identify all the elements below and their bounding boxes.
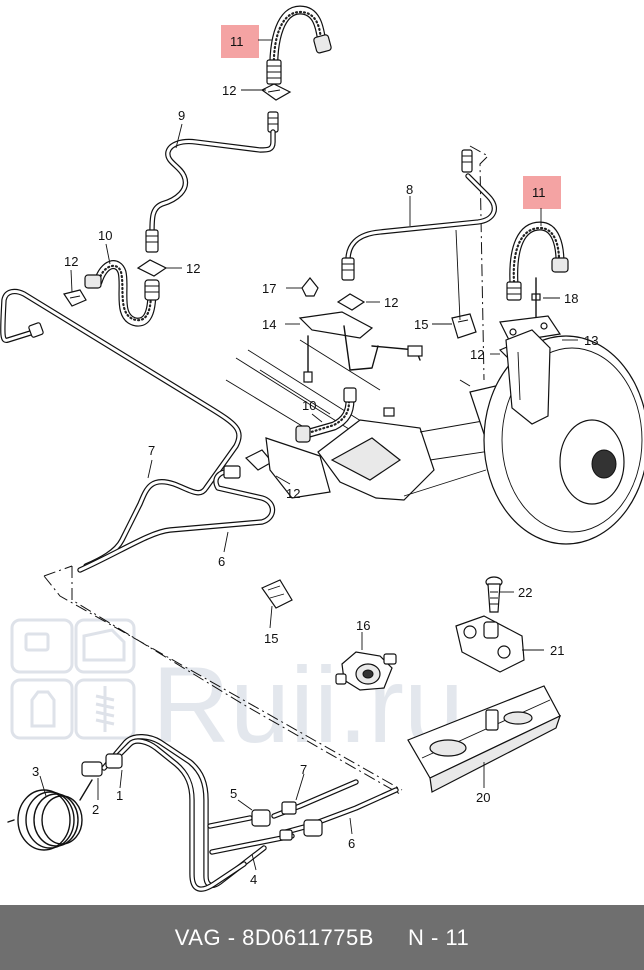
chassis-outline bbox=[43, 565, 403, 795]
callout-12-bottom: 12 bbox=[286, 486, 300, 501]
brake-hose-left bbox=[84, 260, 160, 327]
diagram-reference: N - 11 bbox=[407, 924, 470, 950]
callout-5: 5 bbox=[230, 786, 237, 801]
valve-16 bbox=[335, 651, 397, 691]
callout-1: 1 bbox=[116, 788, 123, 803]
callout-3: 3 bbox=[32, 764, 39, 779]
shock-absorber-icon bbox=[74, 678, 136, 740]
chassis-outline-right bbox=[459, 145, 489, 387]
part-number-label: VAG - 8D0611775B bbox=[174, 924, 374, 950]
brake-line-diagram: Ruii.ru bbox=[0, 5, 644, 892]
highlight-11-right bbox=[523, 176, 561, 209]
callout-15-top: 15 bbox=[414, 317, 428, 332]
callout-17: 17 bbox=[262, 281, 276, 296]
brake-hose-top bbox=[260, 5, 332, 133]
callout-2: 2 bbox=[92, 802, 99, 817]
oil-bottle-icon bbox=[10, 678, 74, 740]
callout-12-left-b: 12 bbox=[64, 254, 78, 269]
callout-22: 22 bbox=[518, 585, 532, 600]
brake-hose-right bbox=[506, 221, 569, 319]
engine-icon bbox=[10, 618, 74, 674]
callouts: 11 12 9 10 12 12 8 11 18 12 17 14 15 12 … bbox=[32, 34, 598, 887]
clip-left bbox=[63, 289, 87, 307]
part-number-footer: VAG - 8D0611775B N - 11 bbox=[0, 905, 644, 970]
callout-6-bottom: 6 bbox=[348, 836, 355, 851]
clip-15-top bbox=[451, 313, 477, 339]
leader-lines bbox=[39, 39, 578, 871]
brake-disc bbox=[483, 329, 644, 545]
callout-6-top: 6 bbox=[218, 554, 225, 569]
highlight-11-top bbox=[221, 25, 259, 58]
callout-11-top: 11 bbox=[230, 34, 244, 49]
bracket-21 bbox=[455, 615, 525, 673]
bracket-14-assembly bbox=[298, 277, 423, 383]
callout-15-bottom: 15 bbox=[264, 631, 278, 646]
callout-7-bottom: 7 bbox=[300, 762, 307, 777]
lower-pipes bbox=[81, 734, 399, 892]
brake-pipe-8 bbox=[336, 149, 498, 311]
callout-7-top: 7 bbox=[148, 443, 155, 458]
callout-16: 16 bbox=[356, 618, 370, 633]
callout-14: 14 bbox=[262, 317, 276, 332]
callout-20: 20 bbox=[476, 790, 490, 805]
callout-18: 18 bbox=[564, 291, 578, 306]
callout-21: 21 bbox=[550, 643, 564, 658]
callout-12-right: 12 bbox=[470, 347, 484, 362]
bracket-20 bbox=[407, 685, 562, 793]
callout-4: 4 bbox=[250, 872, 257, 887]
callout-10-mid: 10 bbox=[302, 398, 316, 413]
callout-8: 8 bbox=[406, 182, 413, 197]
bolt-22 bbox=[485, 576, 503, 613]
brake-pipe-9 bbox=[136, 129, 276, 277]
callout-12-top: 12 bbox=[222, 83, 236, 98]
callout-9: 9 bbox=[178, 108, 185, 123]
callout-13: 13 bbox=[584, 333, 598, 348]
brake-hose-middle bbox=[295, 387, 395, 443]
clip-15-bottom bbox=[261, 579, 293, 609]
coiled-pipe-3 bbox=[7, 779, 93, 851]
watermark: Ruii.ru bbox=[10, 618, 464, 765]
callout-12-left-a: 12 bbox=[186, 261, 200, 276]
callout-11-right: 11 bbox=[532, 185, 546, 200]
callout-10-left: 10 bbox=[98, 228, 112, 243]
callout-12-mid: 12 bbox=[384, 295, 398, 310]
brake-pipe-long bbox=[0, 288, 276, 573]
